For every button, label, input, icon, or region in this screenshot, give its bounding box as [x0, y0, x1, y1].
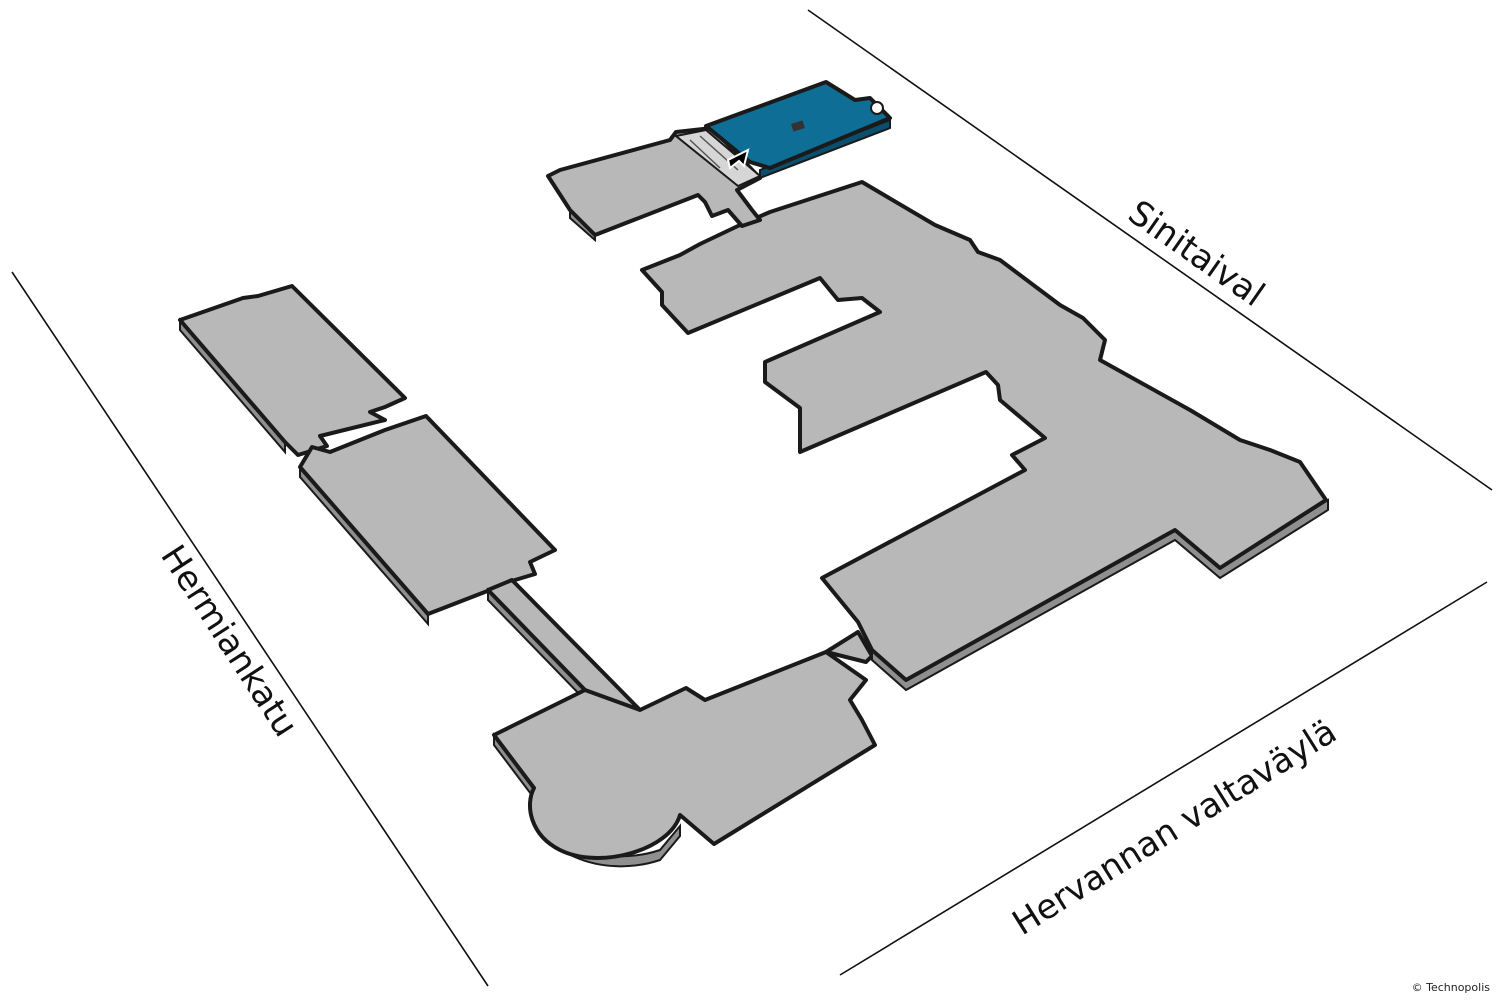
building [178, 80, 1329, 868]
stairs-icon [689, 139, 721, 169]
copyright-text: © Technopolis [1411, 981, 1490, 994]
elevator-icon [791, 120, 805, 132]
stairs-tower-icon [870, 101, 884, 115]
street-label-hermiankatu: Hermiankatu [152, 538, 305, 744]
west-wing-north-floor [178, 284, 407, 457]
street-label-sinitaival: Sinitaival [1121, 193, 1272, 315]
corridor-south-floor [486, 578, 642, 718]
street-line-sinitaival [807, 9, 1493, 491]
entrance-arrow-icon [726, 148, 750, 170]
street-line-hervannan-valtavayla [839, 581, 1488, 976]
west-wing-south-floor [298, 414, 557, 616]
street-line-hermiankatu [11, 271, 489, 987]
street-label-hervannan-valtavayla: Hervannan valtaväylä [1006, 712, 1344, 944]
south-hub-floor [492, 650, 877, 860]
